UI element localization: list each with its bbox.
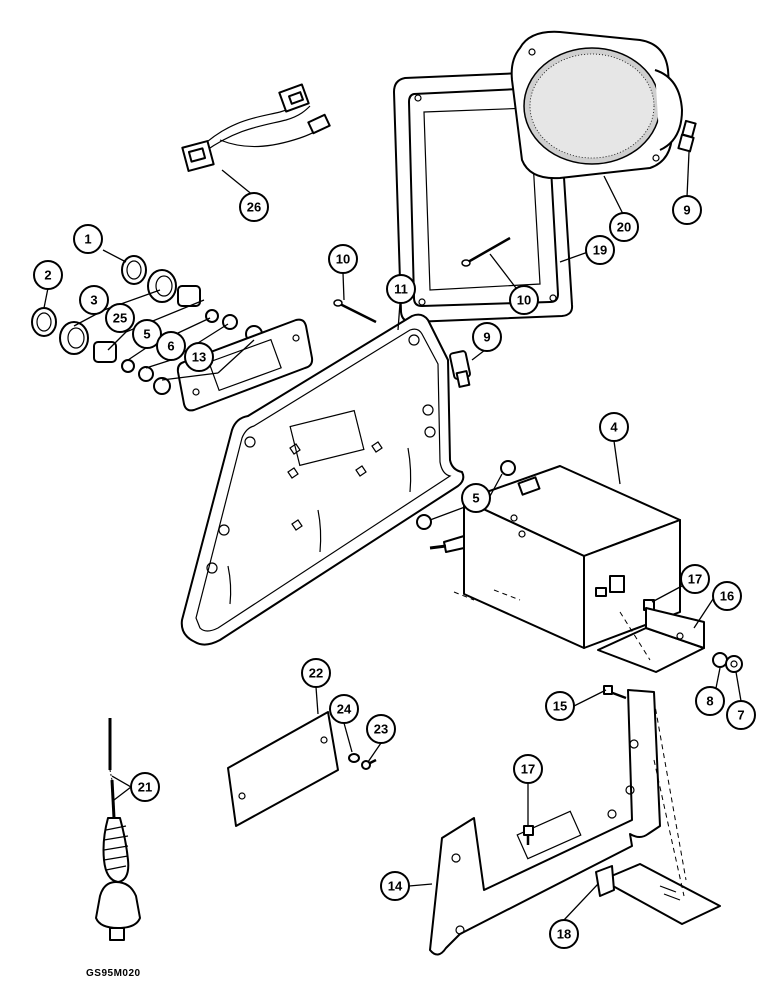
svg-text:22: 22 [309,666,323,681]
part-bezel-plate [176,318,314,412]
callout-13: 13 [184,342,214,372]
part-knob-ring-lower [59,321,89,355]
callout-10-lower: 10 [328,244,358,274]
svg-text:8: 8 [706,694,713,709]
part-screw-small [361,758,377,770]
callout-10-upper: 10 [509,285,539,315]
callout-25: 25 [105,303,135,333]
part-blank-plate [227,711,339,827]
svg-text:11: 11 [394,282,408,297]
svg-text:6: 6 [167,339,174,354]
part-knob-lower [31,307,57,337]
svg-text:2: 2 [44,268,51,283]
figure-reference-code: GS95M020 [86,968,141,979]
svg-text:10: 10 [517,293,531,308]
part-screw-upper [461,236,511,267]
svg-text:7: 7 [737,708,744,723]
svg-text:3: 3 [90,293,97,308]
callout-19: 19 [585,235,615,265]
callout-9-middle: 9 [472,322,502,352]
part-screw-lower [333,299,377,324]
svg-text:17: 17 [688,572,702,587]
part-screw-frame-lower [523,825,534,845]
part-support-bracket [597,607,705,673]
part-clip-bracket [595,863,721,925]
svg-text:18: 18 [557,927,571,942]
callout-17-upper: 17 [680,564,710,594]
callout-4: 4 [599,412,629,442]
part-nut-radio-upper [500,460,516,476]
callout-14: 14 [380,871,410,901]
svg-text:21: 21 [138,780,152,795]
callout-18: 18 [549,919,579,949]
callout-21: 21 [130,772,160,802]
part-hex-nut [725,655,743,673]
svg-text:14: 14 [388,879,403,894]
callout-2: 2 [33,260,63,290]
callout-26: 26 [239,192,269,222]
callout-17-lower: 17 [513,754,543,784]
part-nut-radio-lower [416,514,432,530]
callout-6: 6 [156,331,186,361]
part-washer-small [348,753,360,763]
part-wiring-harness [181,83,331,172]
part-stud-upper [677,119,697,153]
svg-text:4: 4 [610,420,618,435]
part-mounting-frame [429,689,661,956]
svg-text:9: 9 [683,203,690,218]
callout-1: 1 [73,224,103,254]
svg-text:24: 24 [337,702,352,717]
callout-11: 11 [386,274,416,304]
svg-text:5: 5 [472,491,479,506]
svg-text:15: 15 [553,699,567,714]
svg-text:20: 20 [617,220,631,235]
callout-7: 7 [726,700,756,730]
svg-text:16: 16 [720,589,734,604]
callout-16: 16 [712,581,742,611]
callout-5-right: 5 [461,483,491,513]
callout-20: 20 [609,212,639,242]
svg-text:23: 23 [374,722,388,737]
svg-text:10: 10 [336,252,350,267]
part-mounting-panel [180,313,465,646]
part-screw-frame [603,685,627,700]
callout-8: 8 [695,686,725,716]
part-knob-ring-upper [147,269,177,303]
svg-text:13: 13 [192,350,206,365]
svg-text:1: 1 [84,232,91,247]
part-stud-middle [449,350,471,388]
svg-text:25: 25 [113,311,127,326]
callout-5-left: 5 [132,319,162,349]
part-speaker [510,30,683,180]
part-antenna [95,718,141,941]
callout-3: 3 [79,285,109,315]
callout-24: 24 [329,694,359,724]
callout-23: 23 [366,714,396,744]
callout-9-upper: 9 [672,195,702,225]
svg-text:26: 26 [247,200,261,215]
part-lock-washer [712,652,728,668]
callout-22: 22 [301,658,331,688]
callout-15: 15 [545,691,575,721]
svg-text:17: 17 [521,762,535,777]
svg-text:19: 19 [593,243,607,258]
part-knob-upper [121,255,147,285]
svg-text:5: 5 [143,327,150,342]
svg-text:9: 9 [483,330,490,345]
